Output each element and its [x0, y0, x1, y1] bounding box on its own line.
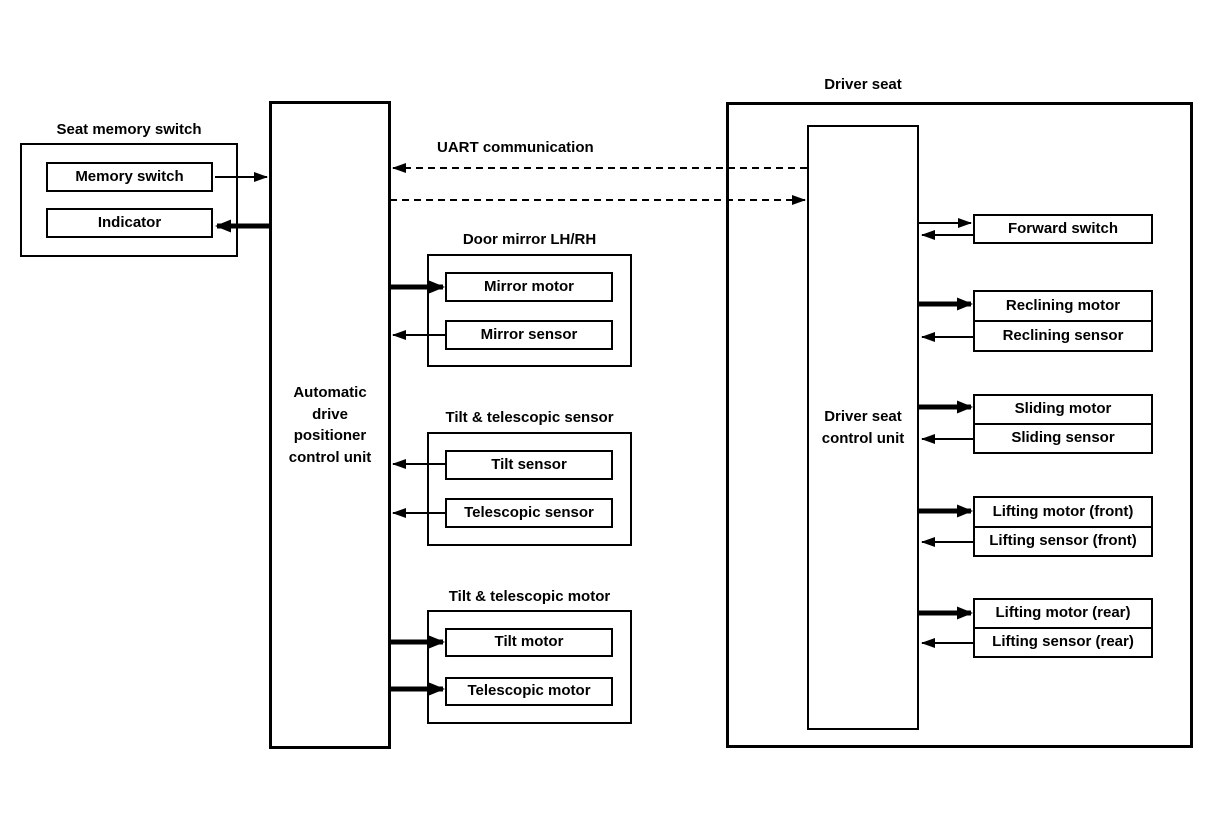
ds-unit-label-line1: Driver seat	[824, 408, 902, 425]
adp-label-line4: control unit	[288, 448, 372, 466]
tilt-telescopic-motor-title: Tilt & telescopic motor	[448, 588, 611, 605]
tilt-sensor-box: Tilt sensor	[445, 450, 613, 480]
telescopic-sensor-box: Telescopic sensor	[445, 498, 613, 528]
adp-label-line3: positioner	[293, 427, 367, 444]
telescopic-motor-box: Telescopic motor	[445, 677, 613, 706]
forward-switch-box: Forward switch	[973, 214, 1153, 244]
memory-switch-box: Memory switch	[46, 162, 213, 192]
driver-seat-title: Driver seat	[824, 76, 902, 93]
adp-label-line1: Automatic	[293, 384, 367, 401]
indicator-box: Indicator	[46, 208, 213, 238]
mirror-motor-box: Mirror motor	[445, 272, 613, 302]
sliding-motor-cell: Sliding motor	[1014, 400, 1112, 418]
ds-unit-label-line2: control unit	[821, 429, 905, 447]
adp-label-line2: drive	[312, 405, 348, 423]
door-mirror-group-box	[427, 254, 632, 367]
lifting-sensor-front-cell: Lifting sensor (front)	[975, 525, 1151, 556]
driver-seat-control-unit-box: Driver seat control unit	[807, 125, 919, 730]
reclining-box: Reclining motor Reclining sensor	[973, 290, 1153, 352]
lifting-motor-front-cell: Lifting motor (front)	[992, 502, 1134, 520]
tilt-telescopic-sensor-title: Tilt & telescopic sensor	[445, 409, 614, 426]
tilt-motor-box: Tilt motor	[445, 628, 613, 657]
sliding-sensor-cell: Sliding sensor	[975, 423, 1151, 452]
seat-memory-switch-title: Seat memory switch	[56, 121, 202, 138]
lifting-sensor-rear-cell: Lifting sensor (rear)	[975, 627, 1151, 656]
reclining-sensor-cell: Reclining sensor	[975, 320, 1151, 350]
lifting-motor-rear-cell: Lifting motor (rear)	[995, 604, 1131, 622]
seat-memory-switch-group-box	[20, 143, 238, 257]
lifting-front-box: Lifting motor (front) Lifting sensor (fr…	[973, 496, 1153, 557]
lifting-rear-box: Lifting motor (rear) Lifting sensor (rea…	[973, 598, 1153, 658]
sliding-box: Sliding motor Sliding sensor	[973, 394, 1153, 454]
mirror-sensor-box: Mirror sensor	[445, 320, 613, 350]
door-mirror-title: Door mirror LH/RH	[462, 231, 597, 248]
adp-control-unit-box: Automatic drive positioner control unit	[269, 101, 391, 749]
uart-communication-label: UART communication	[437, 139, 594, 156]
reclining-motor-cell: Reclining motor	[1005, 296, 1121, 314]
